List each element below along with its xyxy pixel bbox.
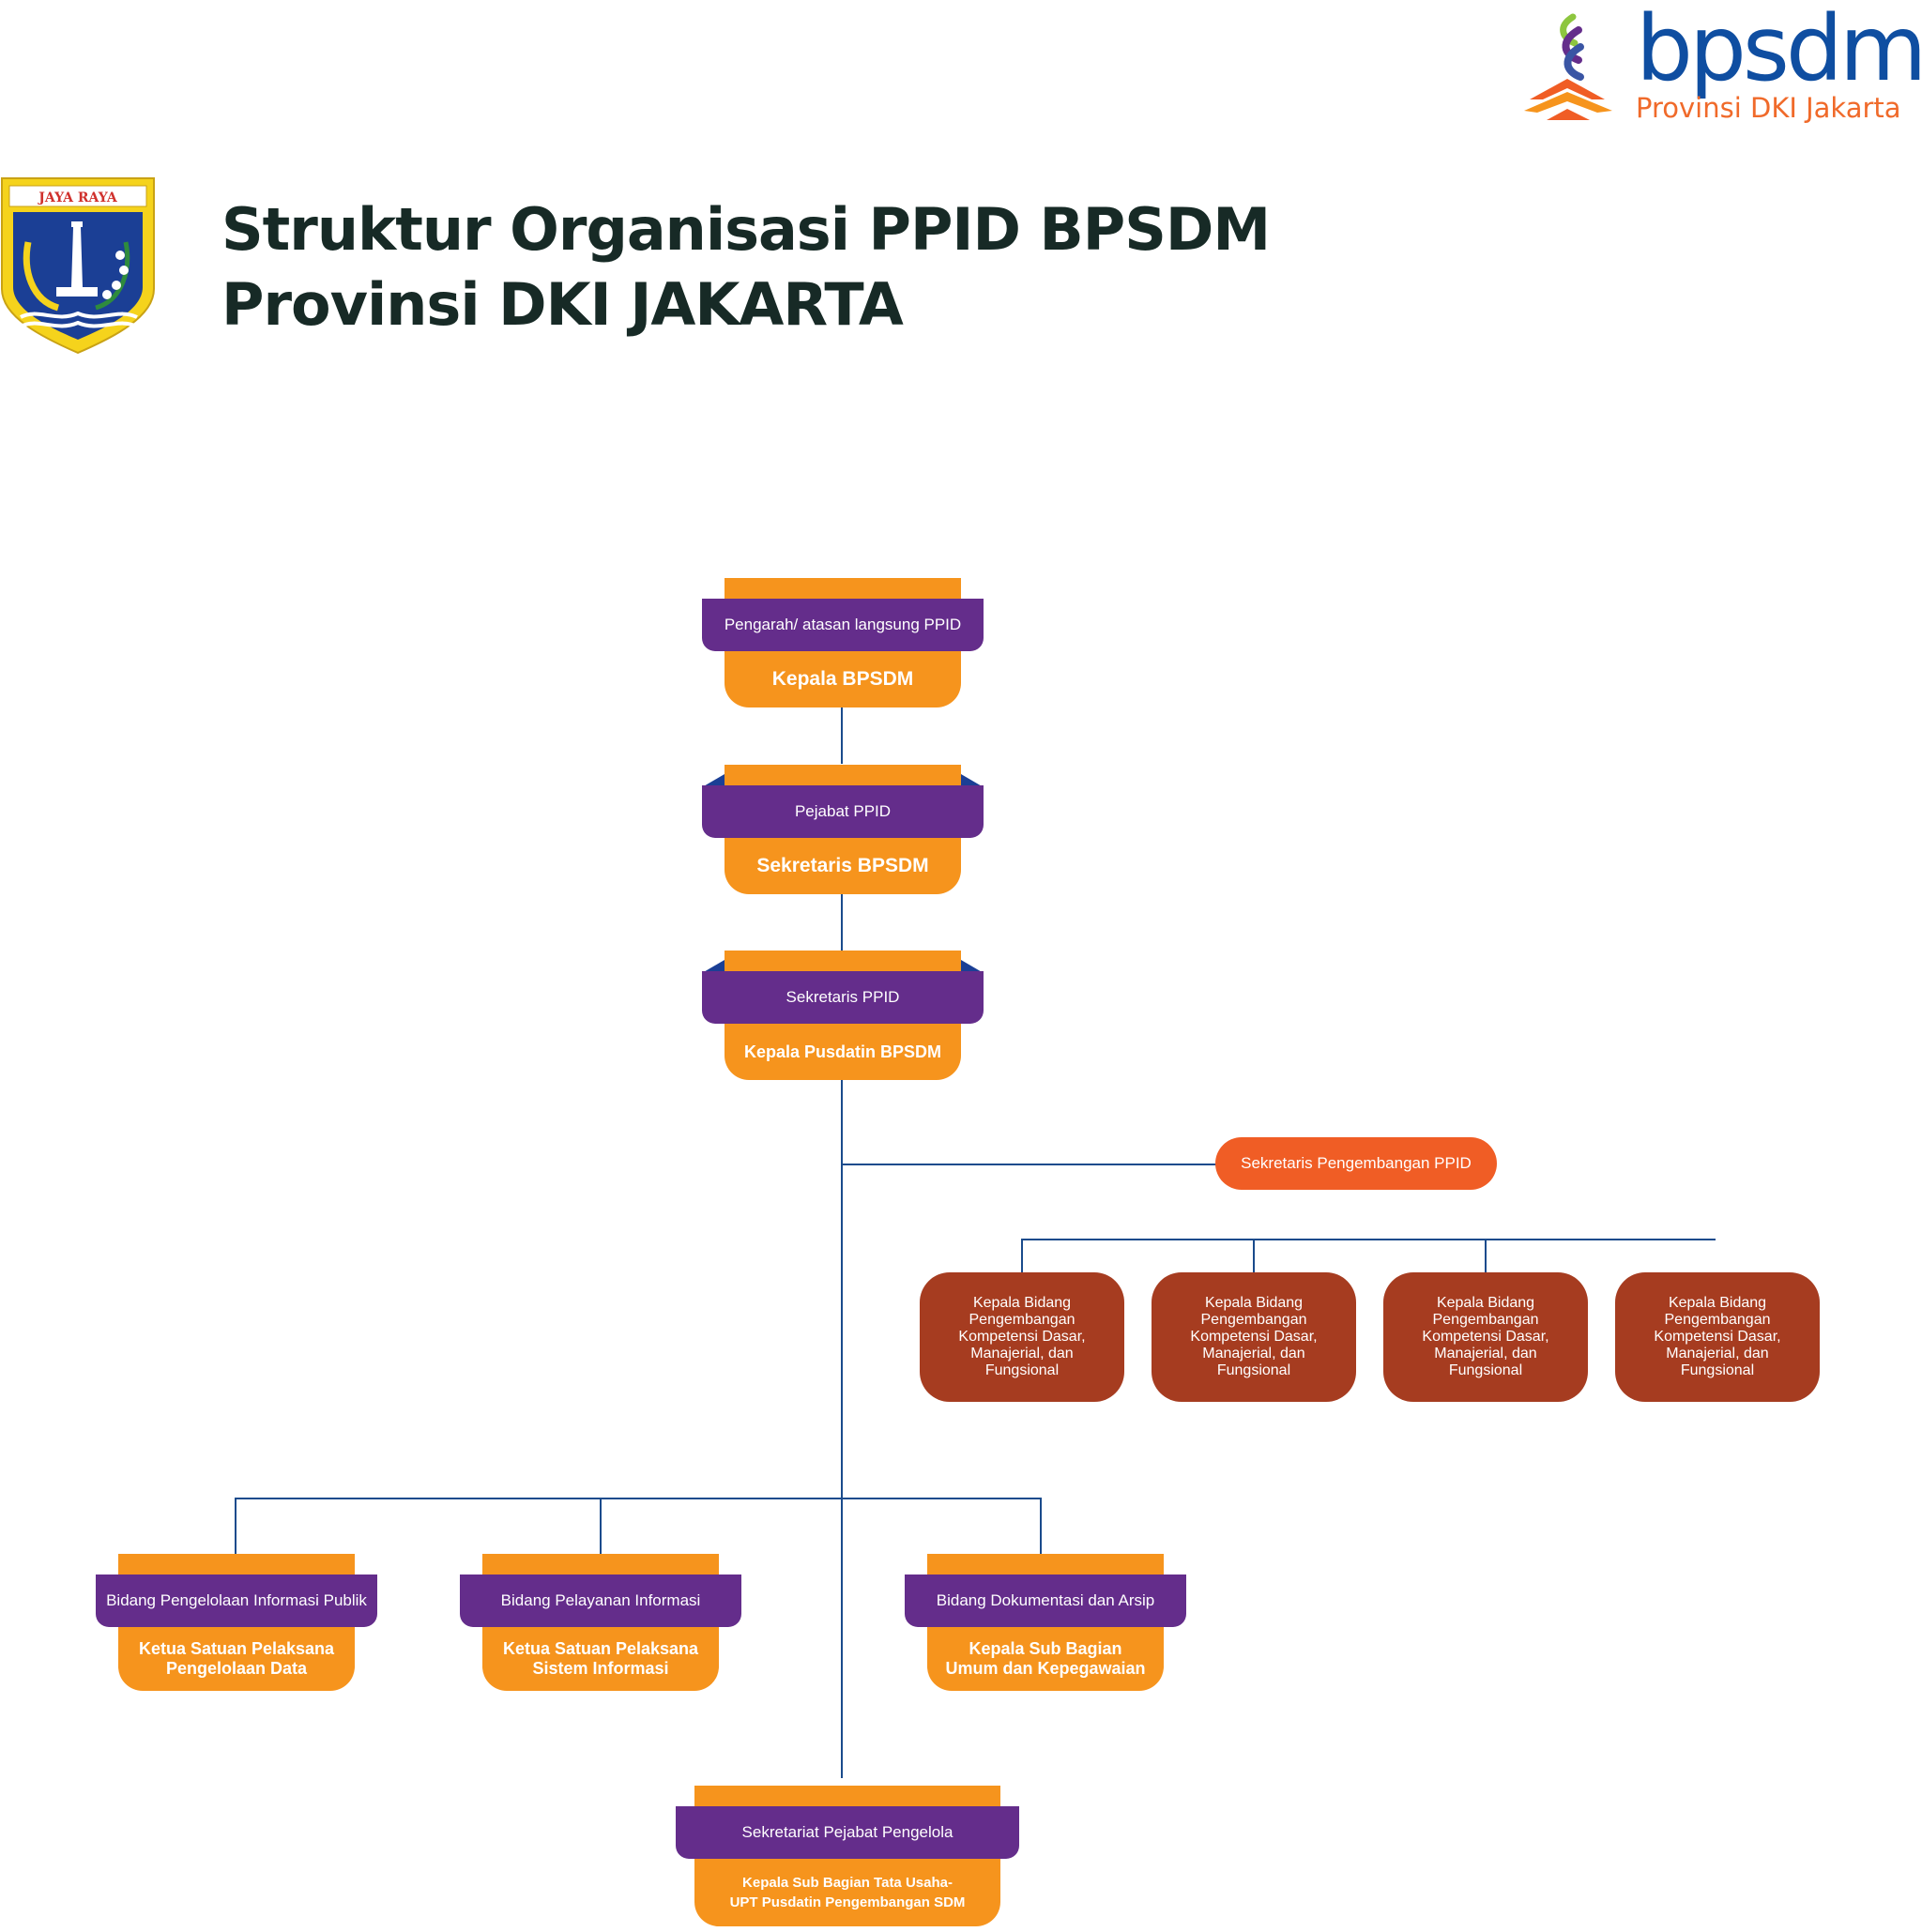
- node-name: Sekretaris BPSDM: [725, 838, 961, 894]
- node-role: Sekretariat Pejabat Pengelola: [676, 1806, 1019, 1859]
- node-bidang-dokumentasi: Bidang Dokumentasi dan Arsip Kepala Sub …: [905, 1554, 1186, 1691]
- node-name: Kepala BPSDM: [725, 651, 961, 707]
- connector-bidang-2: [600, 1498, 602, 1554]
- bpsdm-logo-mark: [1524, 13, 1612, 120]
- node-role: Bidang Pengelolaan Informasi Publik: [96, 1575, 377, 1627]
- node-name: Ketua Satuan Pelaksana Sistem Informasi: [482, 1627, 719, 1691]
- node-role: Bidang Pelayanan Informasi: [460, 1575, 741, 1627]
- node-name-line-2: UPT Pusdatin Pengembangan SDM: [729, 1894, 966, 1910]
- node-bidang-pelayanan: Bidang Pelayanan Informasi Ketua Satuan …: [460, 1554, 741, 1691]
- node-role: Bidang Dokumentasi dan Arsip: [905, 1575, 1186, 1627]
- node-name: Kepala Sub Bagian Umum dan Kepegawaian: [927, 1627, 1164, 1691]
- node-kepala-bpsdm: Pengarah/ atasan langsung PPID Kepala BP…: [702, 578, 984, 707]
- svg-text:JAYA RAYA: JAYA RAYA: [37, 190, 118, 205]
- connector-main-trunk: [841, 1079, 843, 1778]
- node-kepala-bidang-2: Kepala Bidang Pengembangan Kompetensi Da…: [1152, 1272, 1356, 1402]
- connector-kepala-bidang-bar: [1021, 1239, 1716, 1240]
- node-pejabat-ppid: Pejabat PPID Sekretaris BPSDM: [702, 765, 984, 894]
- node-role: Pejabat PPID: [702, 785, 984, 838]
- title-line-1: Struktur Organisasi PPID BPSDM: [221, 195, 1271, 264]
- brand-region: Provinsi DKI Jakarta: [1636, 92, 1901, 124]
- node-name: Ketua Satuan Pelaksana Pengelolaan Data: [118, 1627, 355, 1691]
- node-kepala-bidang-4: Kepala Bidang Pengembangan Kompetensi Da…: [1615, 1272, 1820, 1402]
- connector-bidang-bar: [235, 1498, 1042, 1499]
- node-name: Kepala Sub Bagian Tata Usaha- UPT Pusdat…: [694, 1859, 1000, 1926]
- title-line-2: Provinsi DKI JAKARTA: [221, 270, 904, 339]
- connector-kepala-pejabat: [841, 706, 843, 764]
- brand-name: bpsdm: [1636, 0, 1922, 101]
- connector-kb-1: [1021, 1239, 1023, 1272]
- connector-bidang-3: [1040, 1498, 1042, 1554]
- node-kepala-bidang-1: Kepala Bidang Pengembangan Kompetensi Da…: [920, 1272, 1124, 1402]
- node-name-line-1: Ketua Satuan Pelaksana: [502, 1639, 699, 1658]
- node-sekretariat-pengelola: Sekretariat Pejabat Pengelola Kepala Sub…: [676, 1786, 1019, 1926]
- node-name: Kepala Pusdatin BPSDM: [725, 1024, 961, 1080]
- connector-pejabat-sekretaris: [841, 893, 843, 951]
- node-role: Pengarah/ atasan langsung PPID: [702, 599, 984, 651]
- connector-to-pengembangan: [841, 1164, 1216, 1165]
- node-name-line-2: Umum dan Kepegawaian: [945, 1659, 1146, 1678]
- node-bidang-pengelolaan: Bidang Pengelolaan Informasi Publik Ketu…: [96, 1554, 377, 1691]
- jakarta-crest-logo: JAYA RAYA: [0, 177, 155, 355]
- page-title: Struktur Organisasi PPID BPSDM Provinsi …: [221, 192, 1271, 342]
- node-kepala-bidang-3: Kepala Bidang Pengembangan Kompetensi Da…: [1383, 1272, 1588, 1402]
- node-name-line-2: Pengelolaan Data: [165, 1659, 308, 1678]
- node-sekretaris-pengembangan: Sekretaris Pengembangan PPID: [1215, 1137, 1497, 1190]
- node-name-line-1: Kepala Sub Bagian Tata Usaha-: [742, 1875, 953, 1891]
- node-name-line-1: Kepala Sub Bagian: [969, 1639, 1122, 1658]
- connector-kb-3: [1485, 1239, 1487, 1272]
- connector-bidang-1: [235, 1498, 236, 1554]
- connector-kb-2: [1253, 1239, 1255, 1272]
- node-role: Sekretaris PPID: [702, 971, 984, 1024]
- node-name-line-1: Ketua Satuan Pelaksana: [138, 1639, 335, 1658]
- node-name-line-2: Sistem Informasi: [532, 1659, 669, 1678]
- node-sekretaris-ppid: Sekretaris PPID Kepala Pusdatin BPSDM: [702, 951, 984, 1080]
